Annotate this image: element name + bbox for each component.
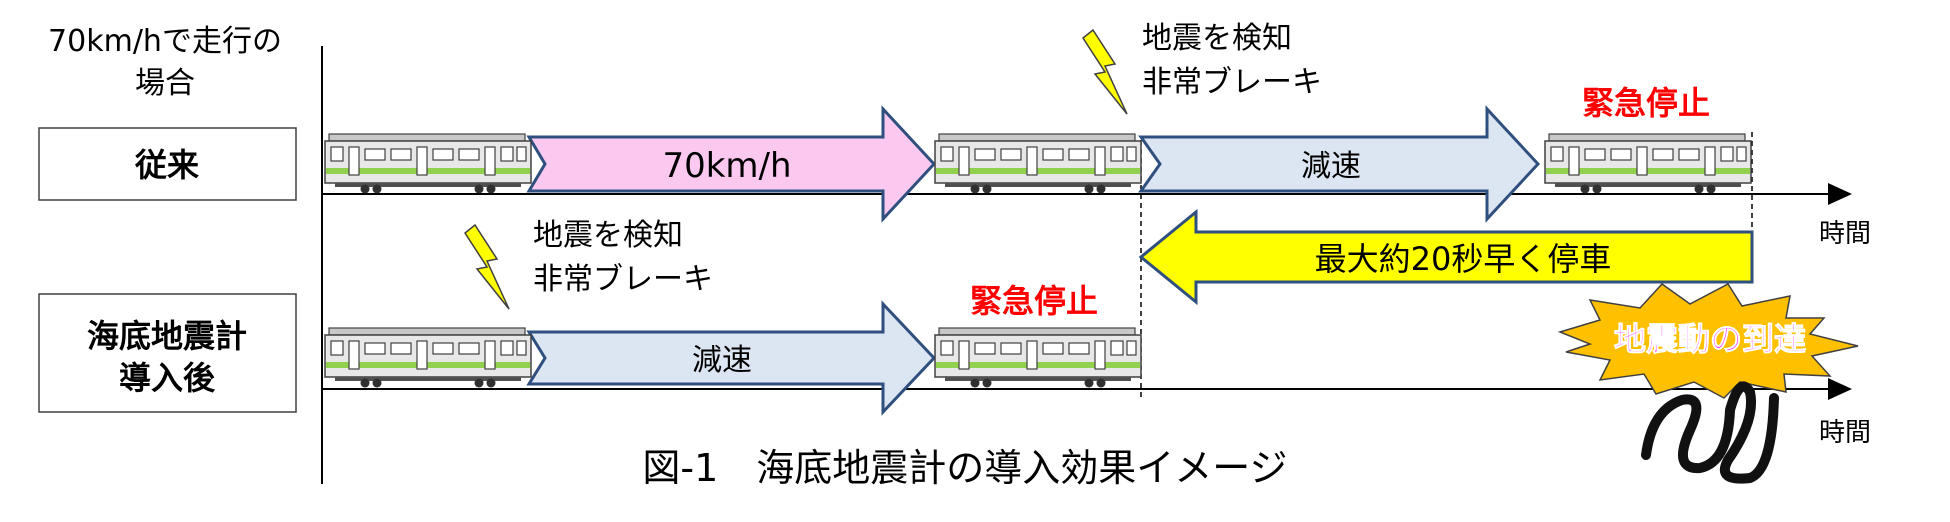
decel-arrow-top [1138, 105, 1541, 223]
lightning-icon [1082, 29, 1128, 115]
arrival-label: 地震動の到達 [1614, 320, 1806, 358]
row-label-conventional: 従来 [134, 146, 199, 184]
stop-label-bottom: 緊急停止 [970, 282, 1098, 320]
detect-bottom-line1: 地震を検知 [533, 218, 683, 253]
train-icon [324, 133, 532, 195]
burst-icon [1557, 283, 1859, 399]
row-label-box-conventional [38, 127, 297, 201]
train-icon [934, 133, 1142, 195]
detect-top-line1: 地震を検知 [1142, 21, 1292, 56]
axis-arrowhead-icon [1828, 378, 1852, 400]
stop-label-top: 緊急停止 [1582, 84, 1710, 122]
decel-arrow-bottom-label: 減速 [692, 343, 752, 378]
detect-top-line2: 非常ブレーキ [1142, 65, 1322, 100]
condition-label-line2: 場合 [135, 66, 195, 101]
time-label-top: 時間 [1819, 219, 1871, 249]
seismic-wave-icon [1641, 381, 1779, 484]
row-label-after-line2: 導入後 [119, 359, 216, 397]
row-label-after-line1: 海底地震計 [87, 317, 247, 355]
row-label-box-after [38, 293, 297, 413]
train-icon [324, 327, 532, 389]
decel-arrow-top-label: 減速 [1301, 149, 1361, 184]
axis-arrowhead-icon [1828, 183, 1852, 205]
speed-arrow-label: 70km/h [662, 146, 791, 186]
gain-arrow-label: 最大約20秒早く停車 [1315, 240, 1612, 278]
time-label-bottom: 時間 [1819, 418, 1871, 448]
detect-bottom-line2: 非常ブレーキ [533, 262, 713, 297]
train-icon [1544, 133, 1752, 195]
figure-caption: 図-1 海底地震計の導入効果イメージ [642, 446, 1287, 490]
train-icon [934, 327, 1142, 389]
condition-label-line1: 70km/hで走行の [48, 24, 282, 59]
gain-arrow [1138, 208, 1754, 306]
speed-arrow [526, 105, 937, 223]
decel-arrow-bottom [526, 300, 937, 416]
lightning-icon [464, 224, 510, 310]
